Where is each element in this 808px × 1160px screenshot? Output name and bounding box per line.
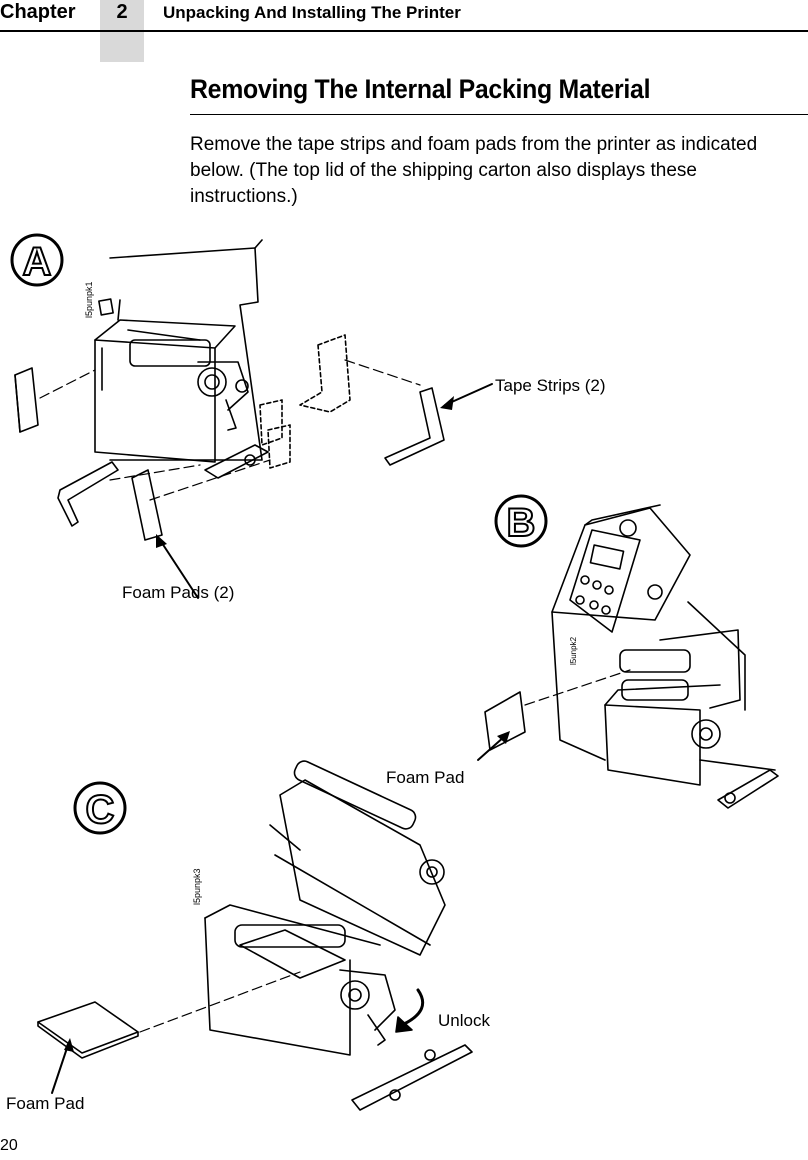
callout-foam-pad-b: Foam Pad [386, 768, 465, 787]
printer-c-drawing [204, 760, 473, 1111]
badge-c: C [73, 781, 127, 835]
art-id-c: l5punpk3 [192, 868, 202, 905]
badge-c-letter: C [86, 788, 115, 832]
printer-b-drawing [551, 504, 779, 809]
chapter-number: 2 [116, 1, 128, 23]
callout-tape-strips: Tape Strips (2) [495, 376, 606, 395]
section-rule [190, 114, 808, 115]
callout-foam-pads: Foam Pads (2) [122, 583, 235, 602]
chapter-label: Chapter [0, 1, 76, 23]
section-body: Remove the tape strips and foam pads fro… [190, 134, 758, 207]
art-id-b: l5unpk2 [569, 636, 578, 665]
badge-b: B [494, 494, 548, 548]
header-rule [0, 30, 808, 32]
badge-a-letter: A [23, 240, 52, 284]
chapter-title: Unpacking And Installing The Printer [163, 3, 461, 22]
printer-a-drawing [94, 239, 291, 479]
art-id-a: l5punpk1 [84, 281, 94, 318]
badge-a: A [10, 233, 64, 287]
section-title: Removing The Internal Packing Material [190, 74, 651, 104]
callout-foam-pad-c: Foam Pad [6, 1094, 85, 1113]
page-number: 20 [0, 1137, 18, 1154]
callout-unlock: Unlock [438, 1011, 490, 1030]
badge-b-letter: B [507, 501, 536, 545]
